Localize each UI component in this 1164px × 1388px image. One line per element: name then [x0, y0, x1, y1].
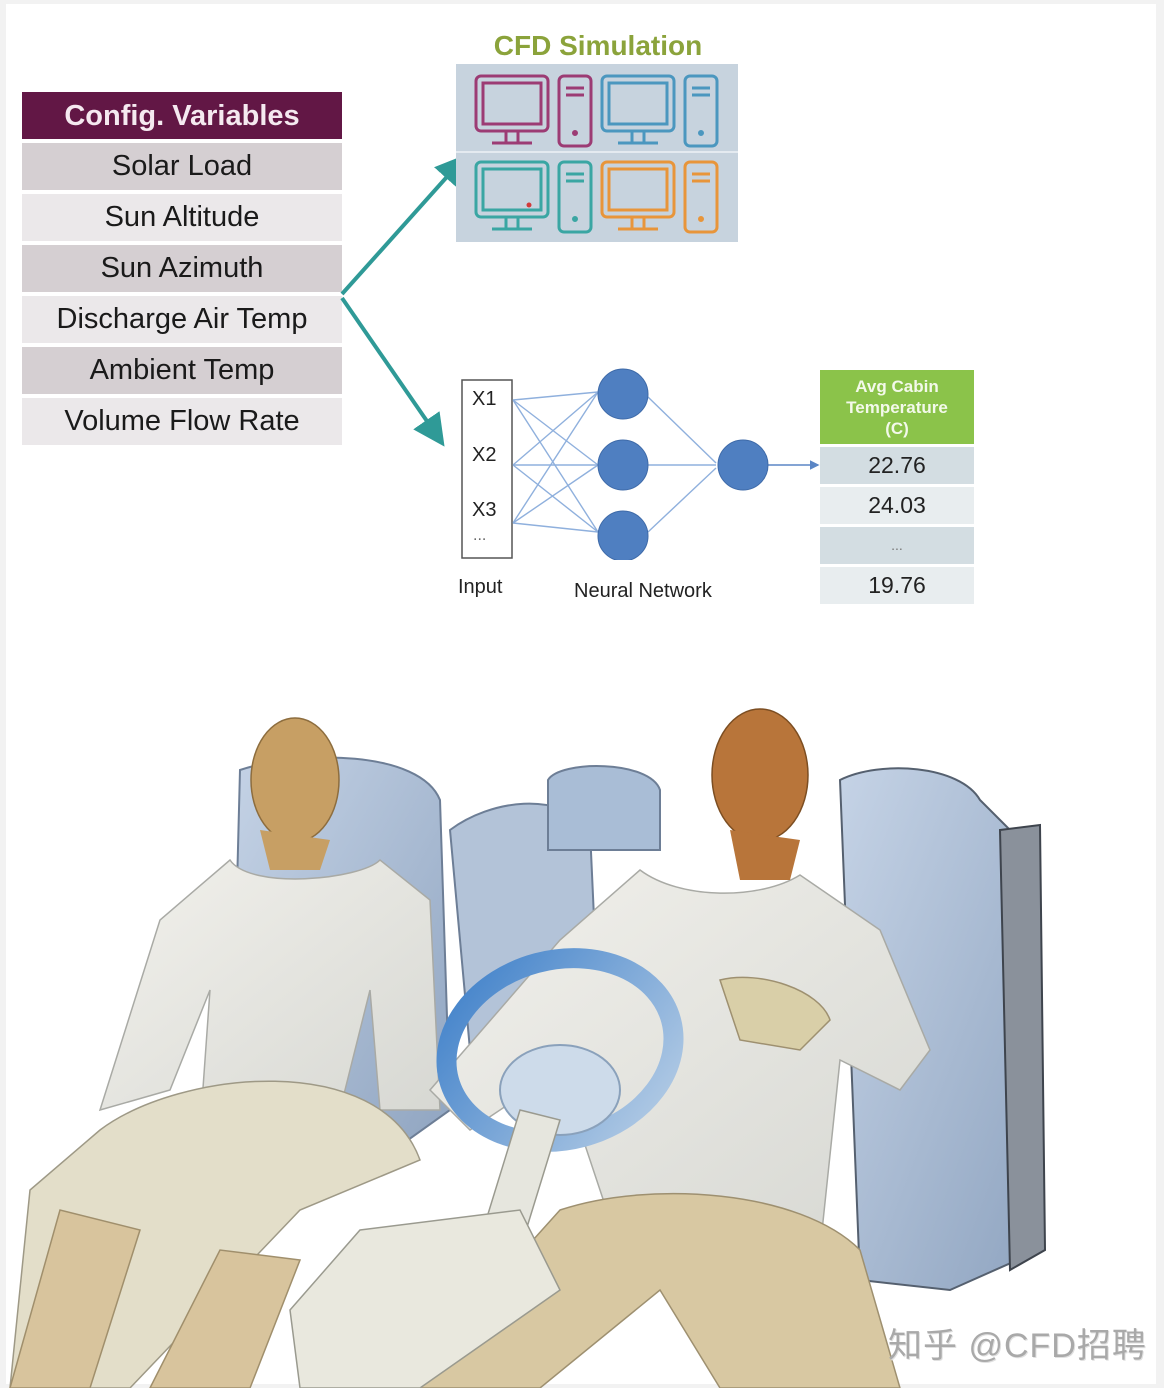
config-row-discharge-air-temp: Discharge Air Temp — [22, 296, 342, 343]
pedal-assembly-icon — [289, 1209, 561, 1388]
hidden-node-icon — [597, 439, 649, 491]
config-row-ambient-temp: Ambient Temp — [22, 347, 342, 394]
driver-head-icon — [711, 708, 809, 842]
neural-network-diagram — [461, 368, 820, 560]
arrow-to-cfd-icon — [340, 154, 468, 296]
cabin-occupants-render — [9, 708, 1047, 1388]
header-line: Temperature — [846, 398, 948, 417]
output-table-header: Avg Cabin Temperature (C) — [820, 370, 974, 444]
config-variables-table: Config. Variables Solar Load Sun Altitud… — [22, 92, 342, 445]
header-line: (C) — [885, 419, 909, 438]
config-row-sun-altitude: Sun Altitude — [22, 194, 342, 241]
watermark: 知乎 @CFD招聘 — [888, 1327, 1147, 1365]
branch-arrows — [340, 154, 468, 447]
passenger-torso-icon — [98, 858, 441, 1131]
output-row: 24.03 — [820, 487, 974, 524]
arrow-to-neural-network-icon — [340, 296, 445, 447]
output-row: 22.76 — [820, 447, 974, 484]
desktop-computer-icon — [600, 160, 719, 234]
desktop-computer-icon — [600, 74, 719, 148]
passenger-head-icon — [250, 717, 340, 843]
hidden-node-icon — [597, 368, 649, 420]
input-ellipsis: ... — [473, 527, 487, 544]
hidden-node-icon — [597, 510, 649, 560]
input-x2: X2 — [472, 444, 497, 466]
config-table-header: Config. Variables — [22, 92, 342, 139]
output-row: 19.76 — [820, 567, 974, 604]
cfd-computers-panel — [456, 64, 738, 242]
desktop-computer-icon — [474, 160, 593, 234]
desktop-computer-icon — [474, 74, 593, 148]
cfd-simulation-title: CFD Simulation — [493, 30, 703, 61]
input-x1: X1 — [472, 388, 497, 410]
driver-legs-icon — [398, 1192, 901, 1388]
input-box — [461, 379, 513, 559]
computers-grid-icon — [456, 74, 738, 234]
output-row: ... — [820, 527, 974, 564]
driver-hand-icon — [719, 976, 831, 1051]
neural-network-label: Neural Network — [574, 580, 712, 602]
avg-cabin-temperature-table: Avg Cabin Temperature (C) 22.76 24.03 ..… — [820, 370, 974, 604]
steering-wheel-icon — [436, 948, 684, 1152]
input-x3: X3 — [472, 499, 497, 521]
header-line: Avg Cabin — [855, 377, 939, 396]
rear-headrest-icon — [547, 765, 661, 851]
input-label: Input — [458, 576, 503, 598]
config-row-solar-load: Solar Load — [22, 143, 342, 190]
config-row-sun-azimuth: Sun Azimuth — [22, 245, 342, 292]
output-node-icon — [717, 439, 769, 491]
config-row-volume-flow-rate: Volume Flow Rate — [22, 398, 342, 445]
